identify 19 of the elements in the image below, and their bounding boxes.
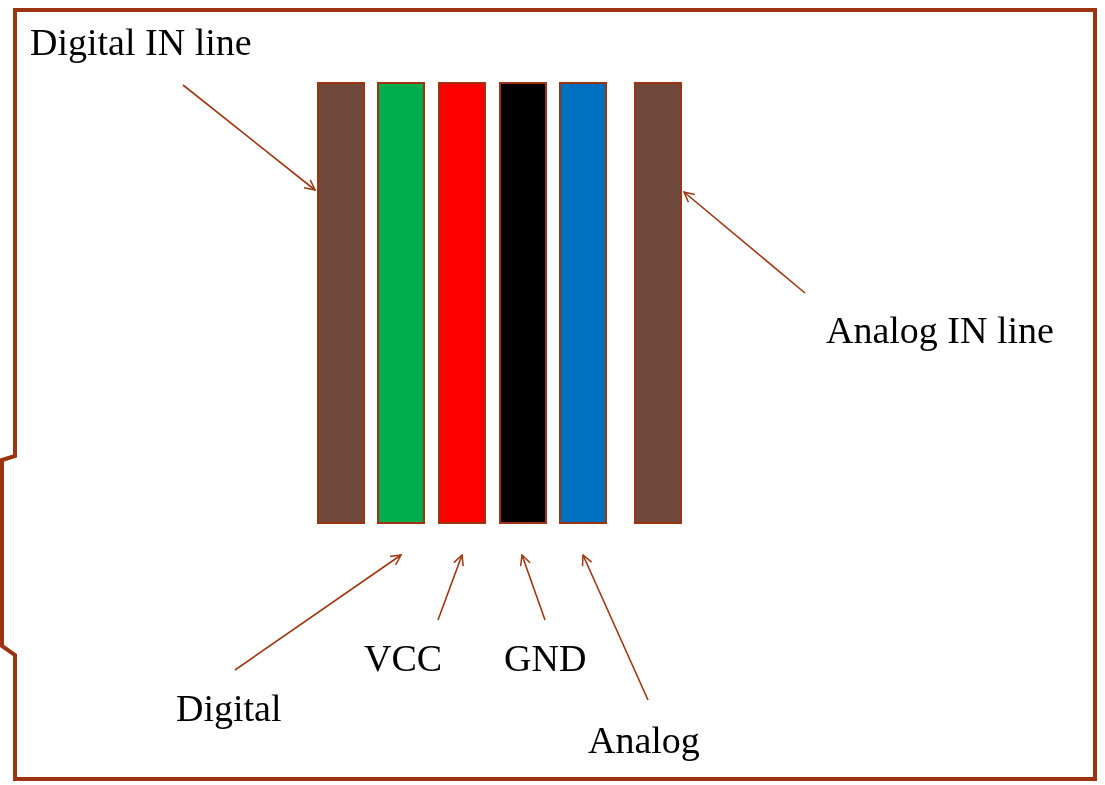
wire-label: Analog (588, 720, 700, 762)
wire-strip (317, 82, 365, 524)
wire-label: VCC (364, 638, 443, 680)
leader-arrow (581, 554, 649, 701)
leader-arrow (182, 84, 316, 191)
leader-arrow (437, 554, 464, 621)
wire-label: Digital (176, 688, 282, 730)
wire-strip (559, 82, 607, 524)
wire-label: GND (504, 638, 587, 680)
leader-arrow (234, 554, 402, 671)
board-outline (0, 8, 1097, 782)
wire-strip (499, 82, 547, 524)
leader-arrow (683, 191, 806, 294)
wire-strip (377, 82, 425, 524)
wire-strip (438, 82, 486, 524)
wire-label: Digital IN line (30, 22, 252, 64)
wire-strip (634, 82, 682, 524)
wire-label: Analog IN line (826, 310, 1054, 352)
leader-arrow (519, 554, 546, 621)
